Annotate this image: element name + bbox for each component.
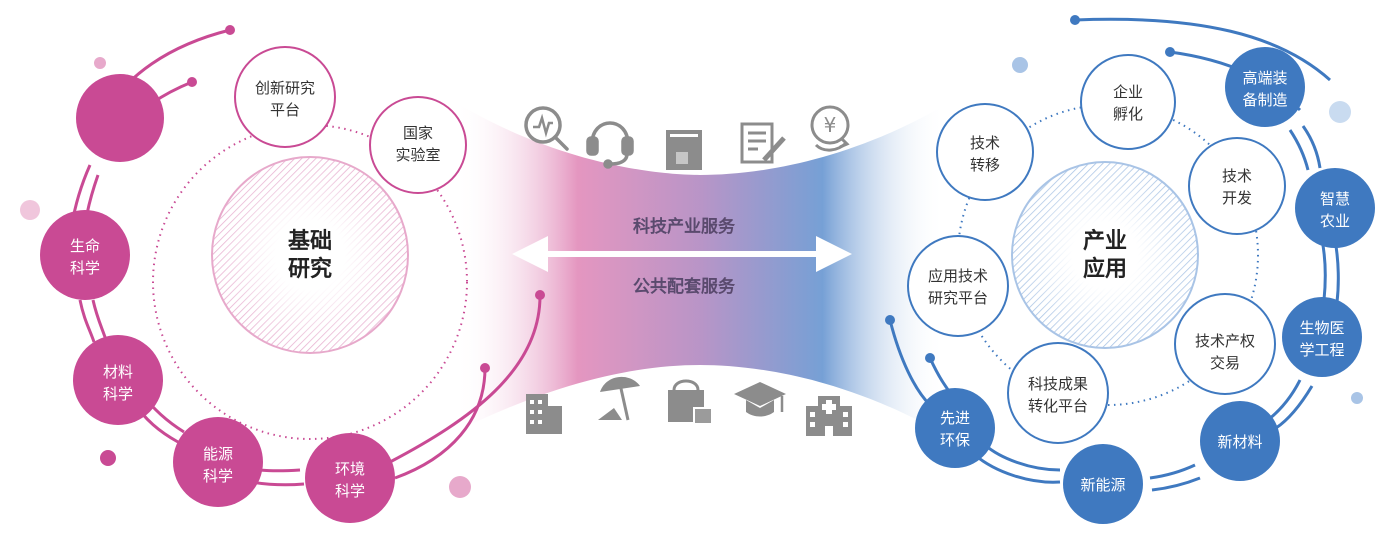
- svg-text:科学: 科学: [203, 467, 233, 485]
- svg-text:¥: ¥: [824, 113, 837, 137]
- platform-node-achievement-transfer: 科技成果 转化平台: [1007, 342, 1109, 444]
- platform-node-tech-transfer: 技术 转移: [936, 103, 1034, 201]
- svg-text:转移: 转移: [970, 156, 1000, 174]
- right-orbit-arcs: [888, 17, 1340, 492]
- field-node-energy-science: 能源 科学: [173, 417, 263, 507]
- industry-node-smart-agriculture: 智慧 农业: [1295, 168, 1375, 248]
- industry-node-new-energy: 新能源: [1063, 444, 1143, 524]
- svg-text:技术产权: 技术产权: [1195, 332, 1255, 350]
- double-arrow: [512, 236, 852, 272]
- svg-text:企业: 企业: [1113, 83, 1143, 101]
- field-node-environment-science: 环境 科学: [305, 433, 395, 523]
- svg-text:智慧: 智慧: [1320, 190, 1350, 208]
- field-node-life-science: 生命 科学: [40, 210, 130, 300]
- left-dotted-ring: [152, 124, 468, 440]
- platform-node-tech-development: 技术 开发: [1188, 137, 1286, 235]
- platform-node-national-lab: 国家 实验室: [369, 96, 467, 194]
- shopping-bag-icon: [668, 379, 713, 425]
- svg-text:材料: 材料: [103, 363, 133, 381]
- headset-icon: [586, 121, 634, 169]
- right-dotted-ring: [957, 104, 1259, 406]
- svg-text:实验室: 实验室: [395, 146, 440, 164]
- svg-text:科学: 科学: [70, 259, 100, 277]
- svg-text:生物医: 生物医: [1299, 319, 1344, 337]
- right-center-label: 产业: [1083, 229, 1127, 254]
- industry-node-environmental: 先进 环保: [915, 388, 995, 468]
- right-center-node: 产业 应用: [1011, 161, 1199, 349]
- svg-text:技术: 技术: [1222, 167, 1252, 185]
- svg-text:技术: 技术: [970, 134, 1000, 152]
- bridge-top-label: 科技产业服务: [633, 216, 736, 237]
- svg-text:科学: 科学: [335, 482, 365, 500]
- svg-text:科技成果: 科技成果: [1028, 375, 1088, 393]
- industry-node-equipment: 高端装 备制造: [1225, 47, 1305, 127]
- svg-text:开发: 开发: [1222, 189, 1252, 207]
- svg-text:应用技术: 应用技术: [928, 267, 988, 285]
- left-center-label-2: 研究: [288, 256, 332, 282]
- svg-text:交易: 交易: [1210, 354, 1240, 372]
- svg-text:能源: 能源: [203, 445, 233, 463]
- search-chart-icon: [524, 106, 569, 151]
- svg-text:孵化: 孵化: [1113, 105, 1143, 123]
- svg-text:环保: 环保: [940, 431, 970, 449]
- bridge-band: [455, 102, 945, 435]
- field-node-material-science: 材料 科学: [73, 335, 163, 425]
- left-center-node: 基础 研究: [211, 156, 409, 354]
- platform-node-applied-research: 应用技术 研究平台: [907, 235, 1009, 337]
- svg-text:高端装: 高端装: [1242, 69, 1287, 87]
- svg-text:平台: 平台: [270, 101, 300, 119]
- svg-text:生命: 生命: [70, 237, 100, 255]
- svg-text:新能源: 新能源: [1080, 476, 1125, 494]
- svg-text:转化平台: 转化平台: [1028, 397, 1088, 415]
- svg-text:农业: 农业: [1320, 212, 1350, 230]
- svg-text:环境: 环境: [335, 460, 365, 478]
- svg-text:国家: 国家: [403, 124, 433, 142]
- industry-node-biomedical: 生物医 学工程: [1282, 297, 1362, 377]
- office-building-icon: [526, 394, 562, 434]
- left-orbit-dots: [187, 25, 545, 373]
- svg-text:创新研究: 创新研究: [255, 79, 315, 97]
- left-deco-bubbles: [20, 57, 471, 498]
- graduation-cap-icon: [734, 382, 786, 417]
- bridge-bottom-label: 公共配套服务: [633, 276, 736, 297]
- right-deco-bubbles: [1012, 57, 1363, 404]
- beach-umbrella-icon: [598, 376, 640, 421]
- right-center-label-2: 应用: [1083, 256, 1127, 282]
- hospital-icon: [806, 396, 852, 436]
- right-orbit-dots: [885, 15, 1175, 363]
- svg-text:科学: 科学: [103, 385, 133, 403]
- platform-node-ip-trading: 技术产权 交易: [1174, 293, 1276, 395]
- platform-node-incubation: 企业 孵化: [1080, 54, 1176, 150]
- svg-text:研究平台: 研究平台: [928, 289, 988, 307]
- industry-node-new-materials: 新材料: [1200, 401, 1280, 481]
- magenta-filled-circle: [76, 74, 164, 162]
- svg-text:备制造: 备制造: [1242, 91, 1287, 109]
- book-icon: [666, 130, 702, 170]
- yen-exchange-icon: ¥: [810, 105, 850, 152]
- svg-text:学工程: 学工程: [1299, 341, 1344, 359]
- document-edit-icon: [740, 122, 786, 164]
- svg-text:先进: 先进: [940, 409, 970, 427]
- platform-node-innovation: 创新研究 平台: [234, 46, 336, 148]
- svg-text:新材料: 新材料: [1217, 433, 1262, 451]
- left-center-label: 基础: [288, 229, 332, 254]
